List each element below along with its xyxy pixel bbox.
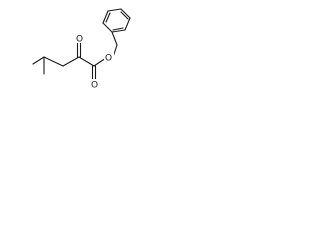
bond-ketone-to-ester-carbon [78,56,95,67]
bond-branch-to-ch2 [43,56,64,67]
ester-carbonyl-oxygen-bg [90,79,100,89]
chemical-structure-diagram: O O O [32,8,131,91]
bond-ch2-to-ketone [62,56,80,67]
ester-oxygen-label: O [105,54,112,64]
ester-carbonyl-oxygen-label: O [91,81,98,91]
bond-methyl-upper [32,56,45,65]
ester-oxygen-bg [104,52,114,62]
ketone-oxygen-bg [75,33,85,43]
bond-benzyl-ch2-to-ring [111,31,118,46]
ketone-oxygen-label: O [76,35,83,45]
benzene-ring [102,8,131,33]
